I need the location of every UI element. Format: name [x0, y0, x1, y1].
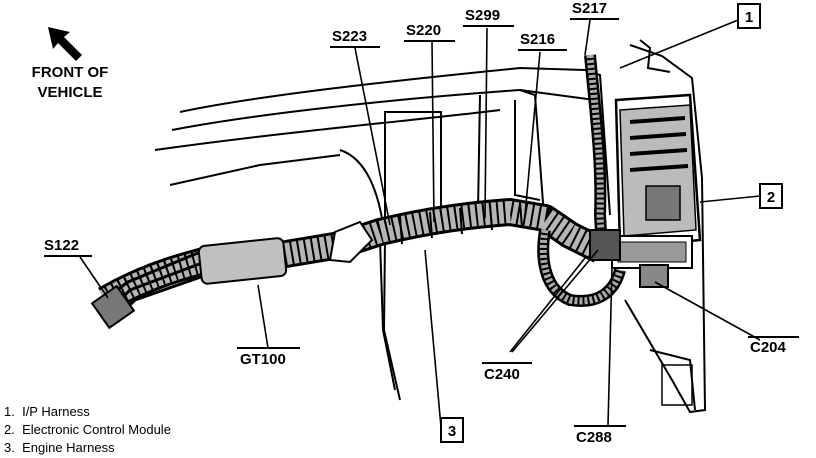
callout-box-2: 2 [759, 183, 783, 209]
splice-label-s220: S220 [404, 22, 455, 42]
ecm-bracket [624, 39, 707, 414]
ip-harness [584, 54, 608, 251]
svg-text:S220: S220 [406, 22, 441, 39]
svg-text:S299: S299 [465, 7, 500, 24]
arrow-up-left-icon [48, 27, 82, 61]
legend: 1. I/P Harness 2. Electronic Control Mod… [4, 403, 171, 457]
splice-label-s223: S223 [330, 28, 380, 48]
connector-label-c204: C204 [748, 336, 799, 356]
svg-text:C204: C204 [750, 339, 787, 356]
legend-item: 3. Engine Harness [4, 440, 115, 455]
leader-lines [79, 15, 761, 428]
svg-text:C288: C288 [576, 429, 612, 446]
front-label-line1: FRONT OF [32, 64, 109, 81]
legend-item: 1. I/P Harness [4, 404, 90, 419]
svg-text:S217: S217 [572, 0, 607, 17]
svg-text:3: 3 [448, 423, 456, 440]
svg-text:S216: S216 [520, 31, 555, 48]
connector-label-c288: C288 [574, 425, 626, 446]
callout-box-1: 1 [737, 3, 761, 29]
front-label-line2: VEHICLE [37, 84, 102, 101]
connector-label-gt100: GT100 [237, 347, 300, 368]
svg-text:C240: C240 [484, 366, 520, 383]
svg-text:S223: S223 [332, 28, 367, 45]
legend-item: 2. Electronic Control Module [4, 422, 171, 437]
splice-label-s217: S217 [570, 0, 619, 20]
splice-label-s299: S299 [463, 7, 514, 27]
splice-label-s216: S216 [518, 31, 567, 51]
svg-text:S122: S122 [44, 237, 79, 254]
body-panel-outline [154, 66, 611, 401]
splice-label-s122: S122 [44, 237, 92, 257]
svg-text:2: 2 [767, 189, 775, 206]
electronic-control-module [611, 93, 702, 269]
svg-text:GT100: GT100 [240, 351, 286, 368]
callout-box-3: 3 [440, 417, 464, 443]
connector-label-c240: C240 [482, 362, 532, 383]
svg-text:1: 1 [745, 9, 753, 26]
